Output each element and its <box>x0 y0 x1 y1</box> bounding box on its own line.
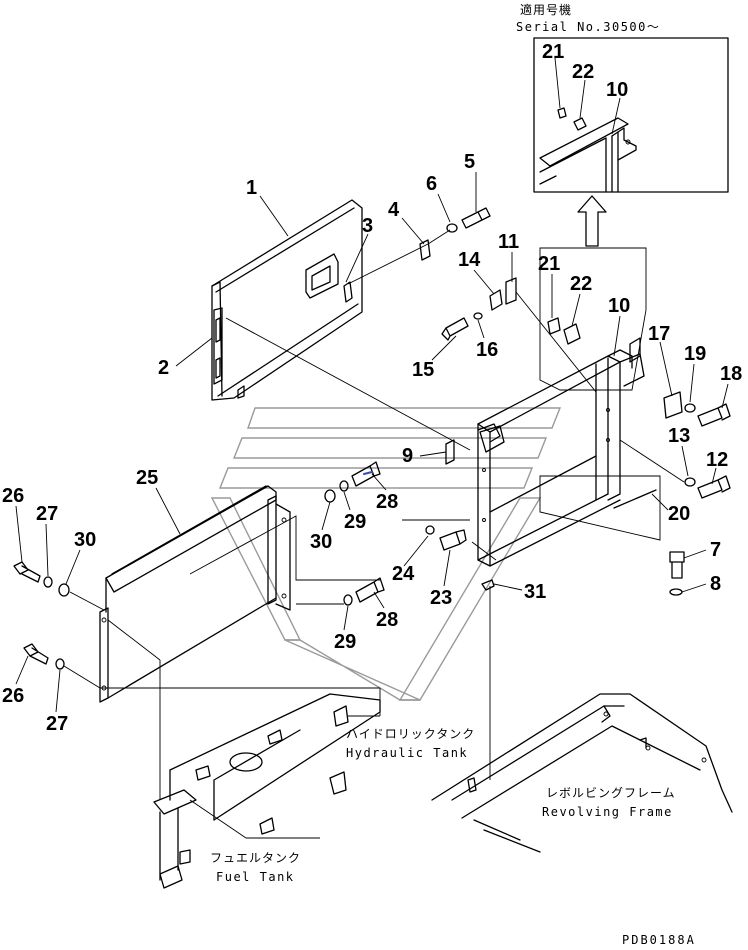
part-10-label: 10 <box>608 295 630 317</box>
part-18-bolt <box>697 403 731 427</box>
serial-inset: 適用号機 Serial No.30500～ 21 22 10 <box>516 2 729 193</box>
revolving-frame-label-en: Revolving Frame <box>542 805 673 819</box>
part-3-label: 3 <box>362 215 373 237</box>
part-28-label-lower: 28 <box>376 609 398 631</box>
part-26-label-lower: 26 <box>2 685 24 707</box>
part-1-label: 1 <box>246 177 257 199</box>
fuel-tank-label-en: Fuel Tank <box>216 870 295 884</box>
part-13-washer <box>684 477 696 487</box>
serial-note-jp: 適用号機 <box>520 2 572 17</box>
fuel-tank-label-jp: フュエルタンク <box>210 851 301 865</box>
right-frame <box>477 349 645 567</box>
part-15-bolt <box>441 317 469 341</box>
drawing-code: PDB0188A <box>622 933 696 947</box>
part-callouts: 1 2 3 4 5 6 7 8 9 10 11 12 13 14 15 16 1… <box>2 151 742 735</box>
part-8-washer <box>669 588 683 596</box>
part-21-inset: 21 <box>542 41 564 63</box>
part-27-washer-lower <box>55 658 65 670</box>
part-11-bracket <box>505 277 517 305</box>
part-28-bolt-lower <box>355 577 385 603</box>
part-30-washer <box>324 489 336 503</box>
part-22-label: 22 <box>570 273 592 295</box>
serial-note-en: Serial No.30500～ <box>516 20 660 34</box>
part-30-washer-left <box>58 583 70 597</box>
part-31-clip <box>481 579 495 591</box>
revolving-frame-label-jp: レボルビングフレーム <box>546 786 676 800</box>
part-29-washer-lower <box>343 594 353 606</box>
inset-frame <box>533 37 729 193</box>
part-14-label: 14 <box>458 249 481 271</box>
part-7-bolt <box>669 551 685 579</box>
part-25-label: 25 <box>136 467 158 489</box>
part-5-bolt <box>461 207 491 229</box>
part-8-label: 8 <box>710 573 721 595</box>
left-panel <box>99 485 291 703</box>
arrow-up-icon <box>577 195 607 247</box>
part-22-collar <box>563 323 581 345</box>
part-23-label: 23 <box>430 587 452 609</box>
part-17-plate <box>663 391 683 419</box>
part-21-label: 21 <box>538 253 560 275</box>
part-22-inset: 22 <box>572 61 594 83</box>
part-19-washer <box>684 403 696 413</box>
part-30-label: 30 <box>310 531 332 553</box>
part-27-label-lower: 27 <box>46 713 68 735</box>
part-26-bolt-lower <box>23 643 49 665</box>
part-15-label: 15 <box>412 359 434 381</box>
part-16-label: 16 <box>476 339 498 361</box>
part-27-washer <box>43 576 53 588</box>
part-29-label: 29 <box>344 511 366 533</box>
part-12-label: 12 <box>706 449 728 471</box>
hydraulic-tank-label-jp: ハイドロリックタンク <box>346 727 475 741</box>
part-14-plate <box>489 289 503 311</box>
part-7-label: 7 <box>710 539 721 561</box>
part-27-label: 27 <box>36 503 58 525</box>
part-24-washer <box>425 525 435 535</box>
part-11-label: 11 <box>498 231 519 253</box>
part-10-inset: 10 <box>606 79 628 101</box>
part-10-bracket <box>629 337 641 363</box>
left-outline <box>189 515 380 581</box>
revolving-frame <box>431 693 733 853</box>
part-31-label: 31 <box>524 581 546 603</box>
part-28-highlight <box>363 471 373 475</box>
part-21-nut <box>547 317 561 335</box>
part-24-label: 24 <box>392 563 415 585</box>
part-20-bracket-outline <box>539 475 661 541</box>
door-panel <box>211 199 363 401</box>
watermark-logo <box>210 407 562 701</box>
part-9-label: 9 <box>402 445 413 467</box>
part-23-bolt <box>439 529 467 551</box>
part-30-label-left: 30 <box>74 529 96 551</box>
part-20-label: 20 <box>668 503 690 525</box>
part-26-label: 26 <box>2 485 24 507</box>
part-28-label: 28 <box>376 491 398 513</box>
part-6-label: 6 <box>426 173 437 195</box>
tank-labels: ハイドロリックタンク Hydraulic Tank レボルビングフレーム Rev… <box>210 727 676 884</box>
part-9-plate <box>445 439 455 465</box>
part-26-bolt <box>13 561 41 583</box>
part-18-label: 18 <box>720 363 742 385</box>
part-29-washer <box>339 480 349 492</box>
part-16-washer <box>473 312 483 320</box>
part-17-label: 17 <box>648 323 670 345</box>
part-6-washer <box>446 223 458 233</box>
part-12-bolt <box>697 475 731 499</box>
part-29-label-lower: 29 <box>334 631 356 653</box>
part-4-label: 4 <box>388 199 400 221</box>
part-13-label: 13 <box>668 425 690 447</box>
part-19-label: 19 <box>684 343 706 365</box>
group-bracket <box>539 247 647 391</box>
part-20-shim <box>613 489 657 509</box>
part-5-label: 5 <box>464 151 475 173</box>
part-2-label: 2 <box>158 357 169 379</box>
part-4-latch <box>419 239 431 261</box>
hydraulic-tank-label-en: Hydraulic Tank <box>346 746 468 760</box>
